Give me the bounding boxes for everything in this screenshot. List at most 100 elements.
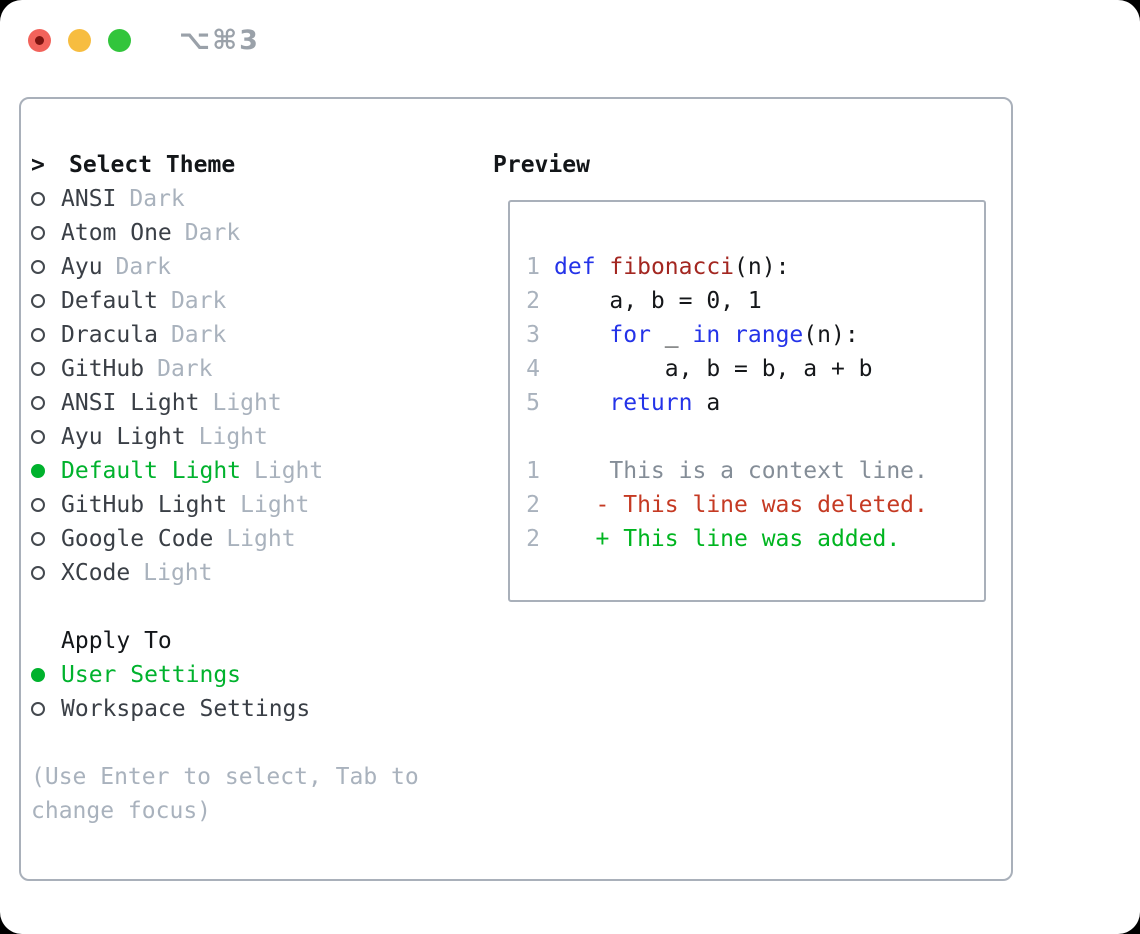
theme-variant: Dark [115, 254, 171, 280]
keyboard-hint-line: (Use Enter to select, Tab to [31, 764, 419, 790]
theme-option[interactable]: GitHub Dark [31, 352, 481, 386]
radio-icon [31, 362, 45, 376]
theme-variant: Light [143, 560, 213, 586]
radio-icon [31, 396, 45, 410]
theme-variant: Dark [170, 322, 227, 348]
radio-icon [31, 328, 45, 342]
theme-variant: Light [212, 390, 282, 416]
theme-name: Ayu Light [61, 424, 186, 450]
radio-icon [31, 260, 45, 274]
theme-option[interactable]: XCode Light [31, 556, 481, 590]
code-text: def fibonacci(n): [554, 254, 790, 280]
theme-name: Google Code [61, 526, 214, 552]
keyboard-hint: (Use Enter to select, Tab to change focus… [31, 760, 481, 828]
preview-box: 1 def fibonacci(n): 2 a, b = 0, 1 3 for … [508, 200, 986, 602]
apply-to-options: User Settings Workspace Settings [31, 658, 481, 726]
theme-name: Dracula [61, 322, 158, 348]
minimize-button[interactable] [68, 29, 91, 52]
apply-option[interactable]: User Settings [31, 658, 481, 692]
preview-heading: Preview [493, 152, 590, 178]
theme-option[interactable]: Default Dark [31, 284, 481, 318]
apply-option[interactable]: Workspace Settings [31, 692, 481, 726]
diff-line: 2 - This line was deleted. [526, 488, 974, 522]
diff-line: 1 This is a context line. [526, 454, 974, 488]
radio-icon [31, 430, 45, 444]
theme-variant: Light [226, 526, 296, 552]
theme-name: Default Light [61, 458, 242, 484]
diff-sample: 1 This is a context line. 2 - This line … [526, 454, 974, 556]
code-sample: 1 def fibonacci(n): 2 a, b = 0, 1 3 for … [526, 250, 974, 420]
code-line: 5 return a [526, 386, 974, 420]
theme-name: ANSI Light [61, 390, 200, 416]
theme-name: GitHub [61, 356, 145, 382]
diff-text: - This line was deleted. [554, 492, 928, 518]
line-number: 3 [526, 322, 540, 348]
code-text: return a [609, 390, 721, 416]
theme-variant: Dark [129, 186, 185, 212]
radio-icon [31, 668, 45, 682]
line-number: 1 [526, 458, 540, 484]
radio-icon [31, 226, 45, 240]
code-line: 4 a, b = b, a + b [526, 352, 974, 386]
theme-option[interactable]: Ayu Dark [31, 250, 481, 284]
select-theme-heading-label: Select Theme [69, 152, 236, 178]
line-number: 1 [526, 254, 540, 280]
code-text: a, b = 0, 1 [554, 288, 762, 314]
theme-option[interactable]: Default Light Light [31, 454, 481, 488]
theme-name: Default [61, 288, 158, 314]
radio-icon [31, 294, 45, 308]
theme-name: ANSI [61, 186, 117, 212]
apply-option-label: Workspace Settings [61, 696, 311, 722]
title-bar: ⌥⌘3 [28, 25, 260, 56]
line-number: 2 [526, 492, 540, 518]
line-number: 2 [526, 288, 540, 314]
window-title: ⌥⌘3 [179, 25, 260, 56]
apply-option-label: User Settings [61, 662, 242, 688]
theme-variant: Light [198, 424, 268, 450]
theme-variant: Dark [170, 288, 227, 314]
spacer [526, 420, 974, 454]
radio-icon [31, 566, 45, 580]
radio-icon [31, 464, 45, 478]
zoom-button[interactable] [108, 29, 131, 52]
select-theme-heading: > Select Theme [31, 148, 481, 182]
apply-to-heading-label: Apply To [61, 628, 172, 654]
theme-variant: Light [240, 492, 310, 518]
prompt-icon: > [31, 152, 45, 178]
line-number: 2 [526, 526, 540, 552]
code-line: 3 for _ in range(n): [526, 318, 974, 352]
theme-option[interactable]: Atom One Dark [31, 216, 481, 250]
diff-text: This is a context line. [554, 458, 928, 484]
theme-picker: > Select Theme ANSI Dark Atom One Dark A… [31, 148, 481, 828]
theme-option[interactable]: ANSI Light Light [31, 386, 481, 420]
radio-icon [31, 192, 45, 206]
preview-section: Preview 1 def fibonacci(n): 2 a, b = 0, … [493, 148, 986, 602]
theme-name: XCode [61, 560, 131, 586]
theme-option[interactable]: GitHub Light Light [31, 488, 481, 522]
theme-option[interactable]: Ayu Light Light [31, 420, 481, 454]
spacer [31, 590, 481, 624]
theme-option[interactable]: Dracula Dark [31, 318, 481, 352]
modified-indicator-icon [35, 36, 44, 45]
code-line: 2 a, b = 0, 1 [526, 284, 974, 318]
main-panel: > Select Theme ANSI Dark Atom One Dark A… [19, 97, 1013, 881]
spacer [31, 726, 481, 760]
theme-name: GitHub Light [61, 492, 228, 518]
diff-text: + This line was added. [554, 526, 901, 552]
theme-variant: Light [254, 458, 324, 484]
theme-name: Atom One [61, 220, 172, 246]
close-button[interactable] [28, 29, 51, 52]
code-text: for _ in range(n): [609, 322, 859, 348]
code-line: 1 def fibonacci(n): [526, 250, 974, 284]
theme-variant: Dark [184, 220, 241, 246]
code-text: a, b = b, a + b [554, 356, 873, 382]
theme-option[interactable]: Google Code Light [31, 522, 481, 556]
line-number: 5 [526, 390, 540, 416]
radio-icon [31, 702, 45, 716]
radio-icon [31, 498, 45, 512]
theme-option[interactable]: ANSI Dark [31, 182, 481, 216]
theme-list: ANSI Dark Atom One Dark Ayu Dark Default… [31, 182, 481, 590]
line-number: 4 [526, 356, 540, 382]
keyboard-hint-line: change focus) [31, 798, 212, 824]
